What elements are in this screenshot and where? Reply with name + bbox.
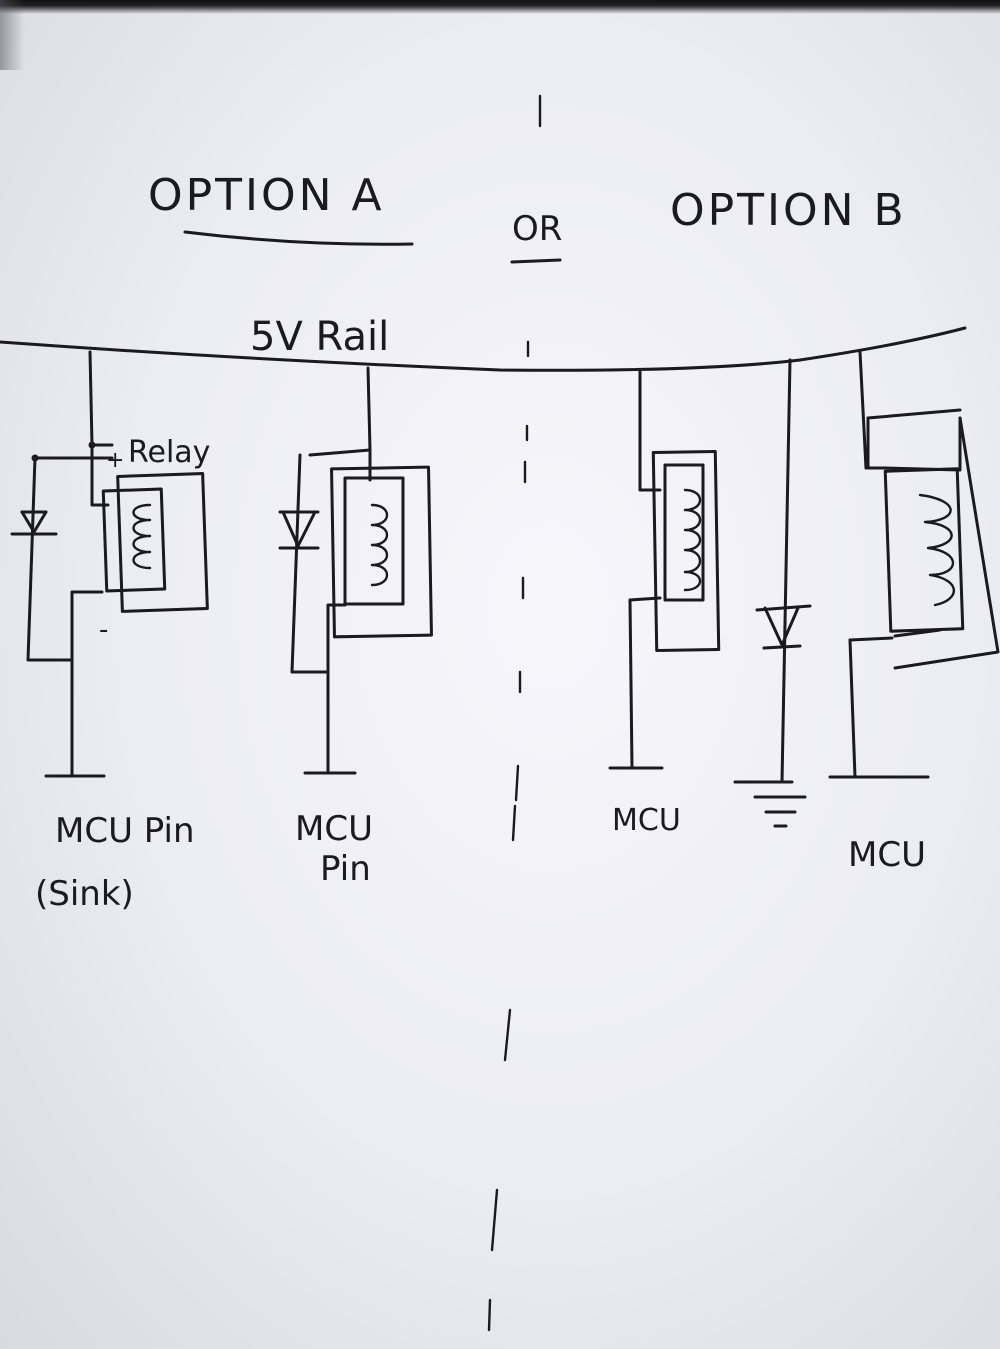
relay-a2-inner — [343, 476, 405, 606]
ground-icon — [753, 795, 807, 828]
pin-label-b2: MCU — [848, 835, 926, 875]
pin-label-a2-line2: Pin — [320, 849, 371, 889]
option-a-circuit-2 — [278, 366, 433, 775]
option-a-heading: OPTION A — [148, 170, 385, 221]
relay-b2-box — [883, 467, 965, 633]
option-b-heading: OPTION B — [670, 185, 907, 236]
relay-a1-inner — [101, 487, 167, 593]
pin-label-b1: MCU — [612, 803, 681, 838]
photo-top-shadow — [0, 0, 1000, 14]
flyback-diode-a1 — [10, 510, 58, 536]
option-divider — [487, 94, 542, 1332]
option-a-circuit-1 — [10, 350, 209, 778]
coil-a1 — [132, 503, 152, 570]
option-b-circuit-1 — [608, 368, 721, 770]
relay-plus-sign: + — [106, 448, 124, 473]
relay-minus-sign: - — [99, 615, 108, 645]
flyback-diode-a2 — [278, 510, 320, 550]
pin-label-a2-line1: MCU — [295, 809, 373, 849]
rail-label: 5V Rail — [250, 314, 389, 360]
relay-label: Relay — [128, 435, 210, 470]
relay-a2-box — [330, 465, 433, 639]
pin-label-a1-line2: (Sink) — [35, 874, 134, 914]
option-b-circuit-2 — [828, 350, 1000, 779]
coil-b2 — [918, 493, 955, 607]
or-underline — [510, 258, 562, 264]
photo-corner-shadow — [0, 0, 24, 70]
relay-b1-inner — [663, 463, 705, 602]
coil-a2 — [370, 503, 389, 587]
or-label: OR — [512, 209, 562, 249]
option-b-diode-branch — [733, 358, 812, 828]
relay-b1-box — [651, 449, 721, 653]
option-a-underline — [183, 230, 414, 246]
relay-a1-box — [116, 472, 209, 613]
5v-rail-line — [0, 326, 967, 372]
coil-b1 — [683, 488, 702, 592]
pin-label-a1-line1: MCU Pin — [55, 811, 195, 851]
